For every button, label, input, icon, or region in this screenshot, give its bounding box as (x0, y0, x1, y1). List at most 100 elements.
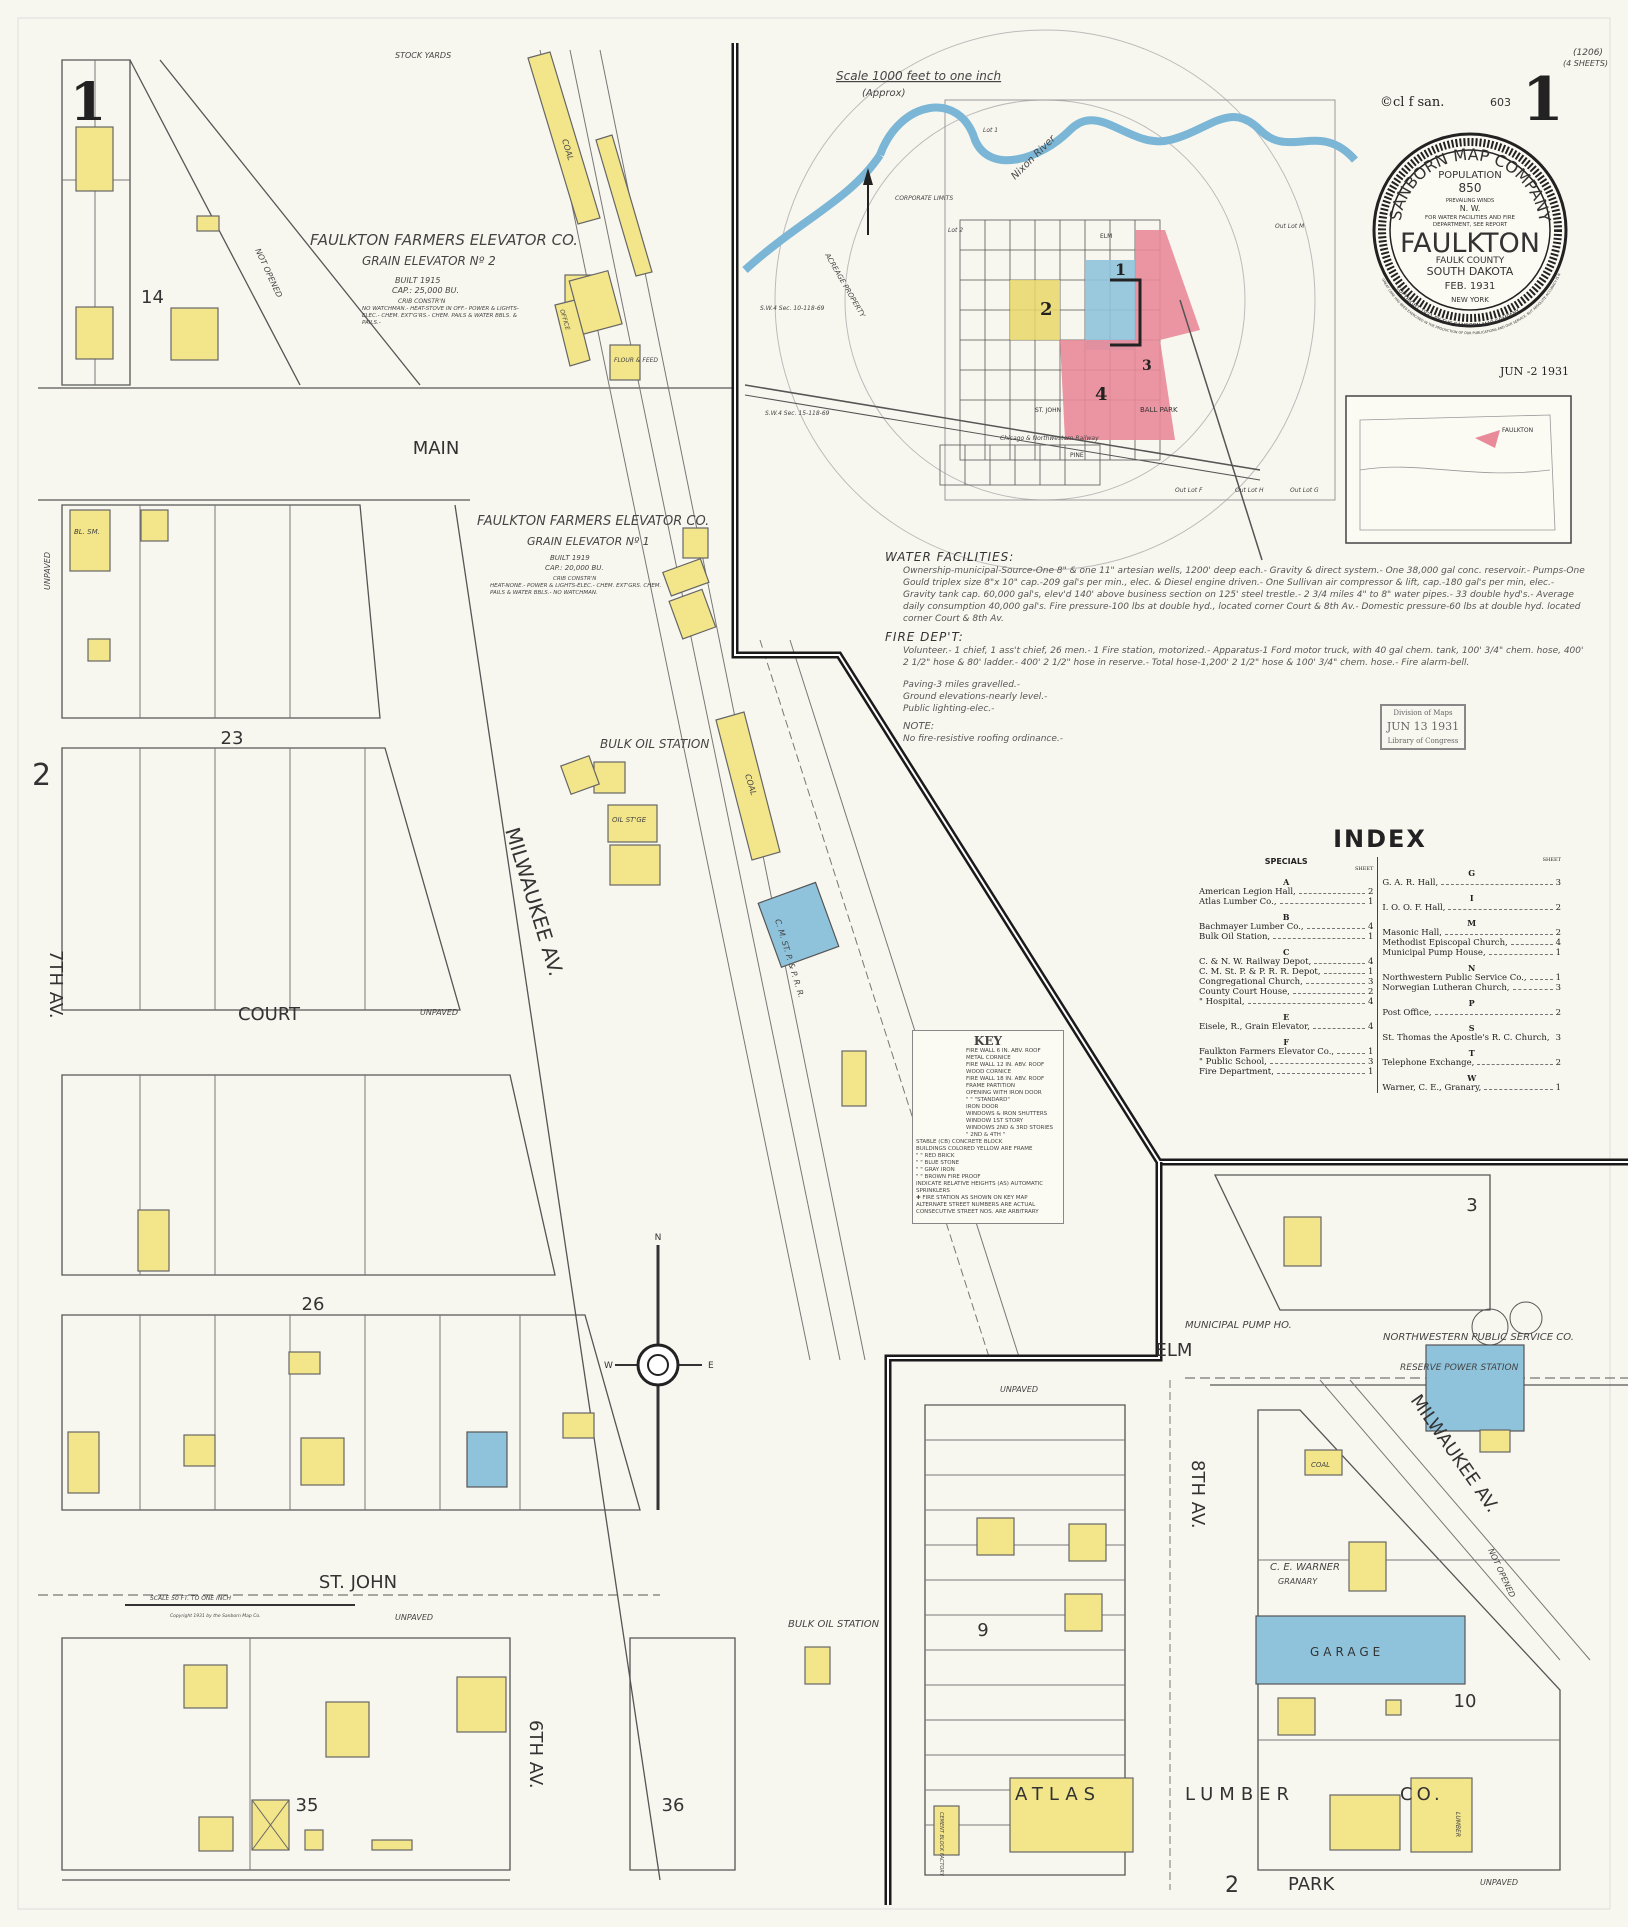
index-entry-sheet: 1 (1555, 973, 1561, 983)
garage-label: GARAGE (1310, 1645, 1384, 1659)
small-copyright: Copyright 1931 by the Sanborn Map Co. (170, 1613, 261, 1619)
cartouche-disclaimer: GREAT CARE HAS BEEN EXERCISED IN THE PRO… (0, 0, 1562, 335)
legend-line: ALTERNATE STREET NUMBERS ARE ACTUAL (916, 1202, 1036, 1208)
cement-block-label: CEMENT BLOCK FACTORY (938, 1812, 944, 1877)
index-entry-name: County Court House, (1199, 987, 1290, 997)
street-park: PARK (1288, 1874, 1336, 1895)
index-title: INDEX (1333, 825, 1427, 853)
leader-dots (1276, 1067, 1365, 1074)
key-map-section-15: S.W.4 Sec. 15-118-69 (765, 410, 830, 417)
stamp-line-1: Division of Maps (1393, 709, 1453, 717)
index-letter: W (1467, 1073, 1477, 1083)
street-court: COURT (238, 1004, 301, 1025)
street-7th-av: 7TH AV. (45, 950, 66, 1019)
index-entry-sheet: 1 (1555, 1083, 1561, 1093)
lighting-note: Public lighting-elec.- (903, 704, 995, 714)
index-letter: C (1283, 947, 1290, 957)
key-map-scale: Scale 1000 feet to one inch (836, 69, 1001, 83)
leader-dots (1434, 1008, 1553, 1015)
leader-dots (1488, 948, 1553, 955)
leader-dots (1298, 887, 1365, 894)
key-map-sheet1-area (1085, 260, 1135, 350)
index-letter: A (1283, 877, 1290, 887)
unpaved-label-stjohn: UNPAVED (395, 1613, 433, 1622)
index-letter: F (1283, 1037, 1290, 1047)
index-entry-name: " Public School, (1199, 1057, 1267, 1067)
index-entry: Telephone Exchange, 2 (1382, 1058, 1561, 1068)
index-letter: G (1468, 868, 1476, 878)
key-map-outlot-h: Out Lot H (1235, 487, 1264, 494)
index-entry-sheet: 2 (1555, 1058, 1561, 1068)
elevator1-construction: CRIB CONSTR'N (553, 576, 596, 582)
elevator1-subtitle: GRAIN ELEVATOR Nº 1 (527, 535, 650, 548)
nw-public-service-label: NORTHWESTERN PUBLIC SERVICE CO. (1383, 1332, 1574, 1343)
index-entry-name: Telephone Exchange, (1382, 1058, 1475, 1068)
leader-dots (1306, 922, 1365, 929)
cartouche-date: FEB. 1931 (1445, 281, 1496, 292)
bulk-oil-station-label: BULK OIL STATION (600, 737, 709, 751)
paving-note: Paving-3 miles gravelled.- (903, 680, 1021, 690)
index-entry: Methodist Episcopal Church,4 (1382, 938, 1561, 948)
block-number: 14 (141, 287, 164, 308)
index-entry-name: Fire Department, (1199, 1067, 1274, 1077)
legend-line: INDICATE RELATIVE HEIGHTS (AS) AUTOMATIC… (916, 1181, 1044, 1194)
sheet-ref-left: 2 (32, 758, 51, 793)
index-entry-name: Bachmayer Lumber Co., (1199, 922, 1304, 932)
leader-dots (1273, 932, 1365, 939)
elevator1-built: BUILT 1919 (550, 554, 590, 562)
street-grid-west (38, 49, 1021, 1881)
street-6th-av: 6TH AV. (525, 1720, 546, 1789)
leader-dots (1441, 878, 1553, 885)
key-map-sheet4-area (1060, 340, 1175, 440)
oil-storage-label: OIL ST'GE (612, 816, 647, 824)
compass-east: E (708, 1361, 714, 1371)
index-entry-name: C. & N. W. Railway Depot, (1199, 957, 1312, 967)
index-entry: Fire Department, 1 (1199, 1067, 1373, 1077)
key-map-sheet3-area (1135, 230, 1200, 340)
legend-line: " " BLUE STONE (916, 1160, 960, 1166)
compass-west: W (604, 1361, 613, 1371)
index-entry: American Legion Hall, 2 (1199, 887, 1373, 897)
index-entry-sheet: 1 (1367, 897, 1374, 907)
index-entry: G. A. R. Hall,3 (1382, 878, 1561, 888)
locator-label: FAULKTON (1502, 427, 1533, 434)
coal-shed-label-3: COAL (1311, 1461, 1330, 1469)
power-station-building (1425, 1344, 1525, 1432)
index-entry: C. M. St. P. & P. R. R. Depot,1 (1199, 967, 1373, 977)
bulk-oil-station-label-2: BULK OIL STATION (788, 1619, 880, 1630)
index-entry: Bachmayer Lumber Co., 4 (1199, 922, 1373, 932)
legend-line: IRON DOOR (966, 1104, 999, 1110)
index-entry-name: I. O. O. F. Hall, (1382, 903, 1446, 913)
index-entry-sheet: 2 (1555, 903, 1561, 913)
index-entry-sheet: 4 (1555, 938, 1561, 948)
fire-dept-text: Volunteer.- 1 chief, 1 ass't chief, 26 m… (903, 646, 1584, 668)
blacksmith-label: BL. SM. (74, 528, 100, 536)
not-opened-label: NOT OPENED (253, 247, 284, 299)
index-entry-sheet: 2 (1367, 887, 1374, 897)
index-entry-sheet: 1 (1367, 967, 1374, 977)
index-entry-sheet: 1 (1367, 1067, 1374, 1077)
index-entry-sheet: 4 (1367, 922, 1374, 932)
index-entry-name: Norwegian Lutheran Church, (1382, 983, 1510, 993)
index-entry-sheet: 4 (1367, 1022, 1374, 1032)
legend-line: ✚ FIRE STATION AS SHOWN ON KEY MAP (916, 1195, 1028, 1201)
sheet-border (17, 17, 1611, 1910)
sheets-note: (4 SHEETS) (1563, 59, 1608, 68)
elevator2-construction: CRIB CONSTR'N (398, 298, 446, 305)
key-map-railway: Chicago & Northwestern Railway (1000, 435, 1099, 442)
index-entry-sheet: 3 (1367, 1057, 1374, 1067)
buildings-east (933, 1216, 1525, 1856)
title-cartouche: (1206) (4 SHEETS) ©cl f san. 603 1 SANBO… (0, 0, 1608, 378)
street-8th-av: 8TH AV. (1187, 1460, 1208, 1529)
index-letter: E (1283, 1012, 1290, 1022)
key-map-street-elm: ELM (1100, 233, 1112, 240)
index-entry-name: American Legion Hall, (1199, 887, 1296, 897)
legend-line: STABLE (CB) CONCRETE BLOCK (916, 1139, 1003, 1145)
index-entry: C. & N. W. Railway Depot,4 (1199, 957, 1373, 967)
legend-line: WINDOW 1ST STORY (966, 1118, 1024, 1124)
index-entry: St. Thomas the Apostle's R. C. Church,3 (1382, 1033, 1561, 1043)
index-letter: N (1468, 963, 1476, 973)
key-map-ref-4: 4 (1095, 384, 1108, 405)
unpaved-label-court: UNPAVED (420, 1008, 458, 1017)
state-locator-map (1345, 395, 1572, 544)
